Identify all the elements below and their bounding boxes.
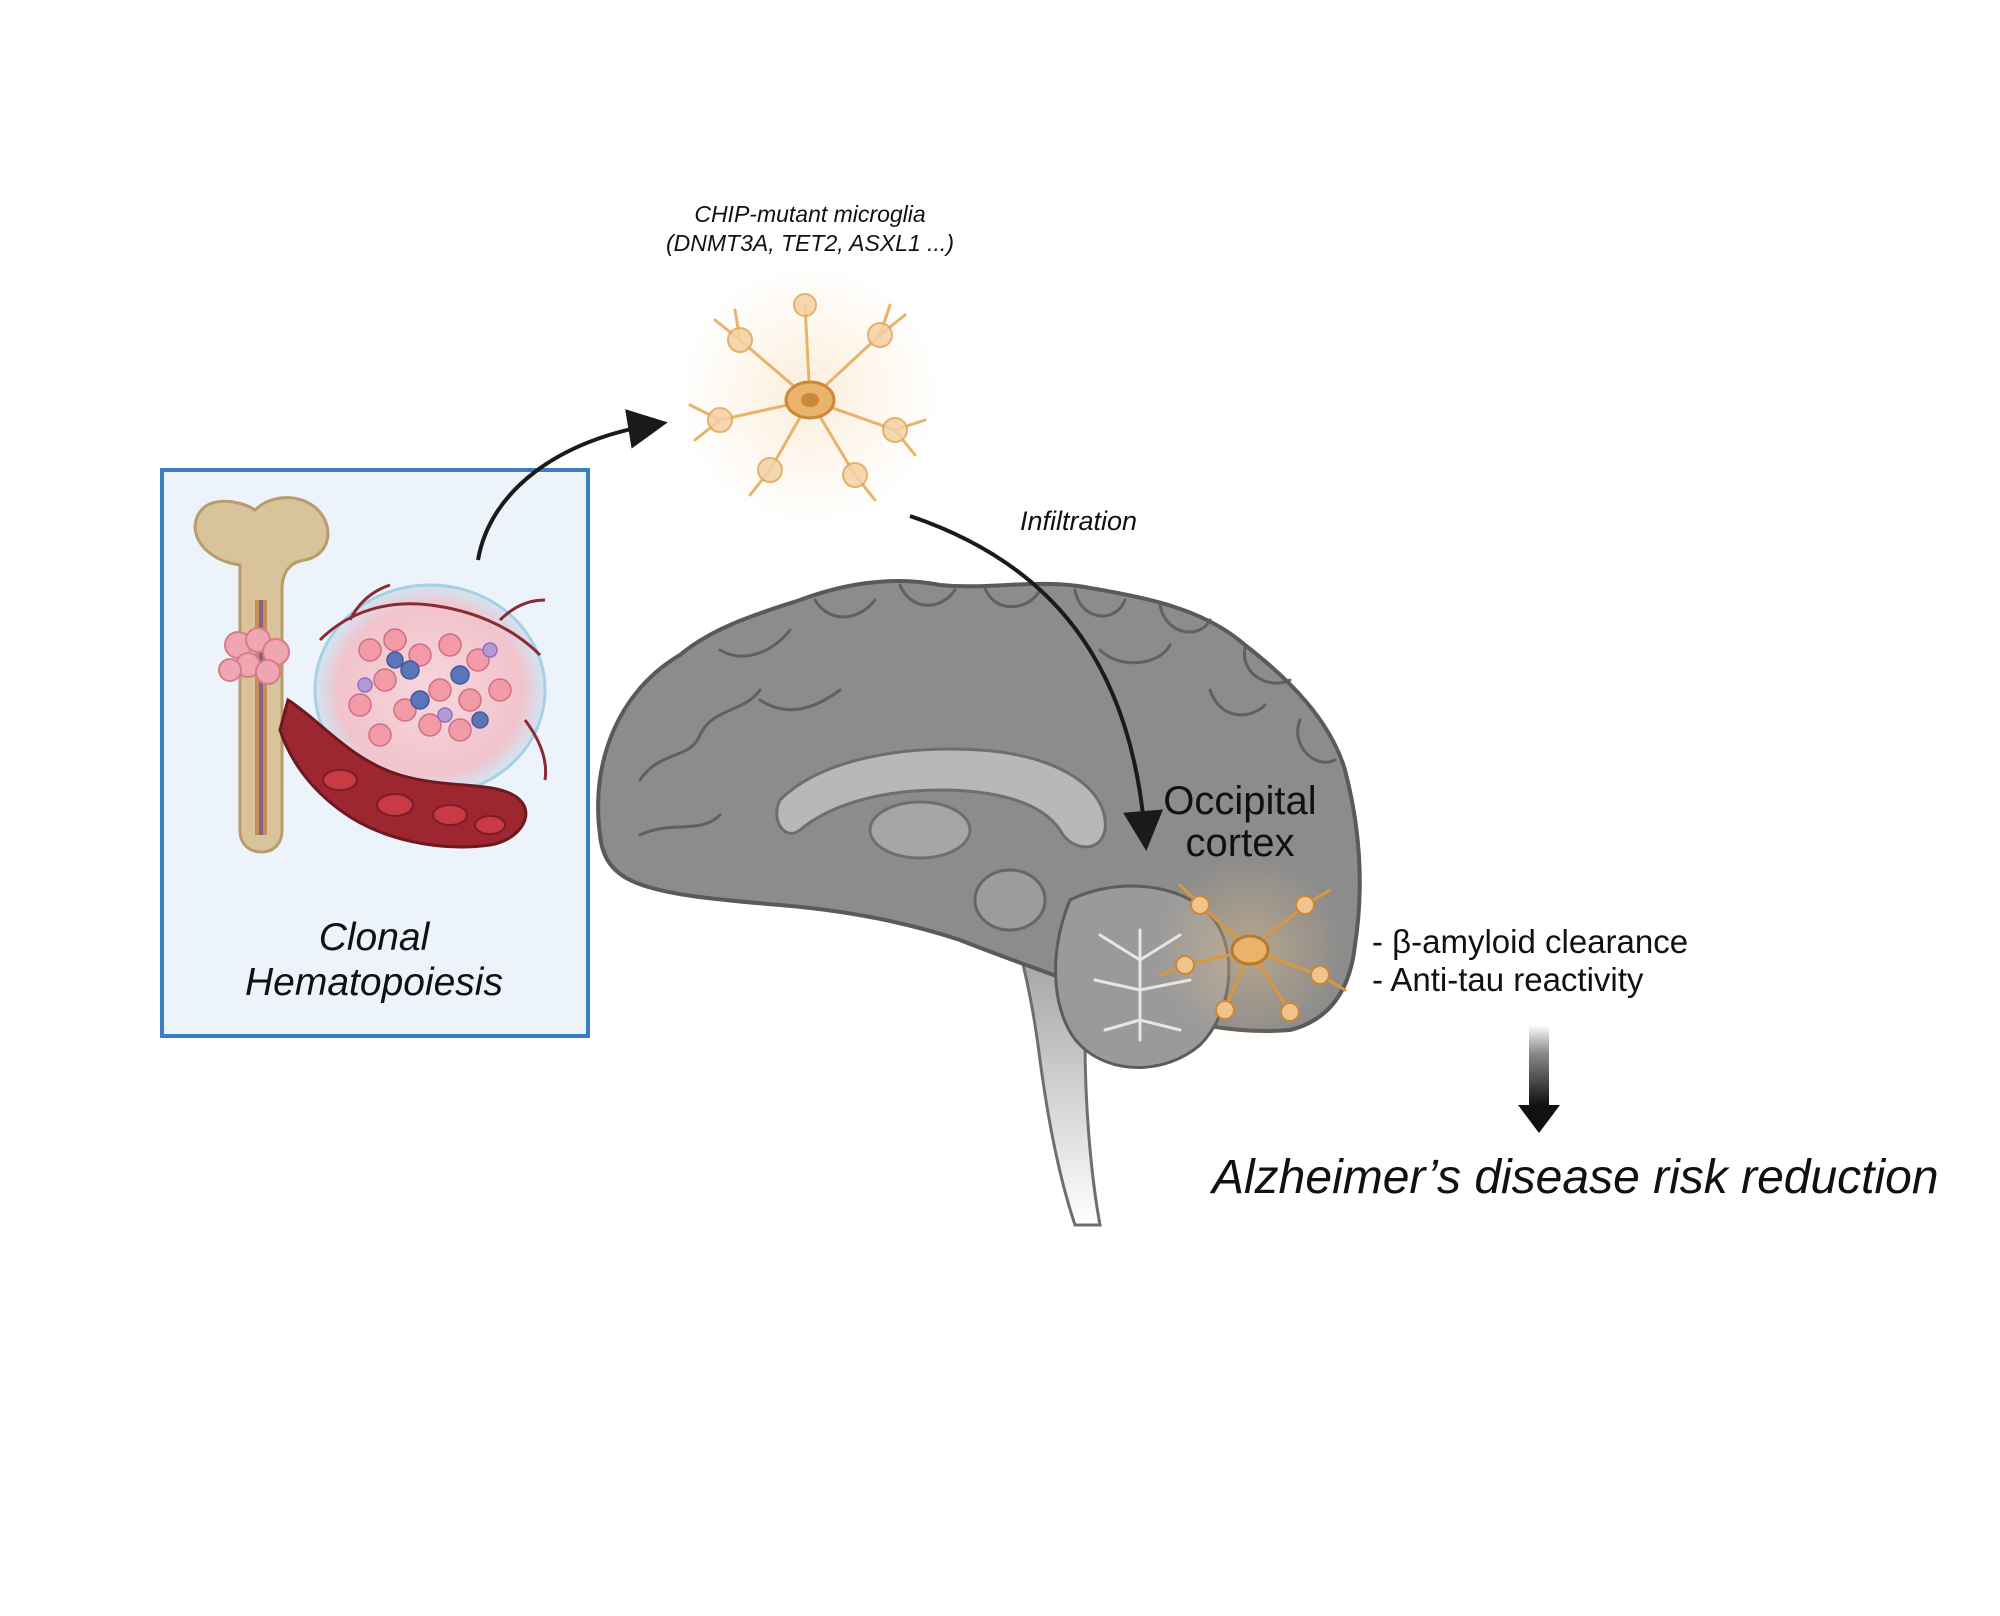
microglia-cluster-top <box>680 265 940 525</box>
ch-label-line2: Hematopoiesis <box>245 961 503 1004</box>
microglia-caption-line1: CHIP-mutant microglia <box>694 201 926 227</box>
microglia-cluster-occipital <box>1155 855 1347 1045</box>
effect-anti-tau: - Anti-tau reactivity <box>1372 961 1644 998</box>
infiltration-arrow <box>909 514 1163 851</box>
occipital-label-line1: Occipital <box>1163 779 1317 823</box>
outcome-label: Alzheimer’s disease risk reduction <box>1212 1151 1939 1204</box>
microglia-caption-line2: (DNMT3A, TET2, ASXL1 ...) <box>666 230 954 256</box>
down-arrow <box>1518 1025 1560 1133</box>
occipital-cortex-label: Occipital cortex <box>1125 780 1355 864</box>
microglia-caption: CHIP-mutant microglia (DNMT3A, TET2, ASX… <box>600 200 1020 258</box>
clonal-hematopoiesis-panel <box>160 468 590 1038</box>
blood-vessel <box>278 697 528 849</box>
clonal-hematopoiesis-label: Clonal Hematopoiesis <box>160 915 588 1005</box>
effects-list: - β-amyloid clearance - Anti-tau reactiv… <box>1372 923 1688 999</box>
infiltration-label: Infiltration <box>1020 506 1138 536</box>
clonal-cell-cluster <box>218 627 290 685</box>
arrow-to-microglia <box>476 409 668 561</box>
ch-label-line1: Clonal <box>318 916 430 959</box>
marrow-niche <box>313 583 548 797</box>
effect-amyloid-clearance: - β-amyloid clearance <box>1372 923 1689 960</box>
occipital-label-line2: cortex <box>1185 821 1295 865</box>
